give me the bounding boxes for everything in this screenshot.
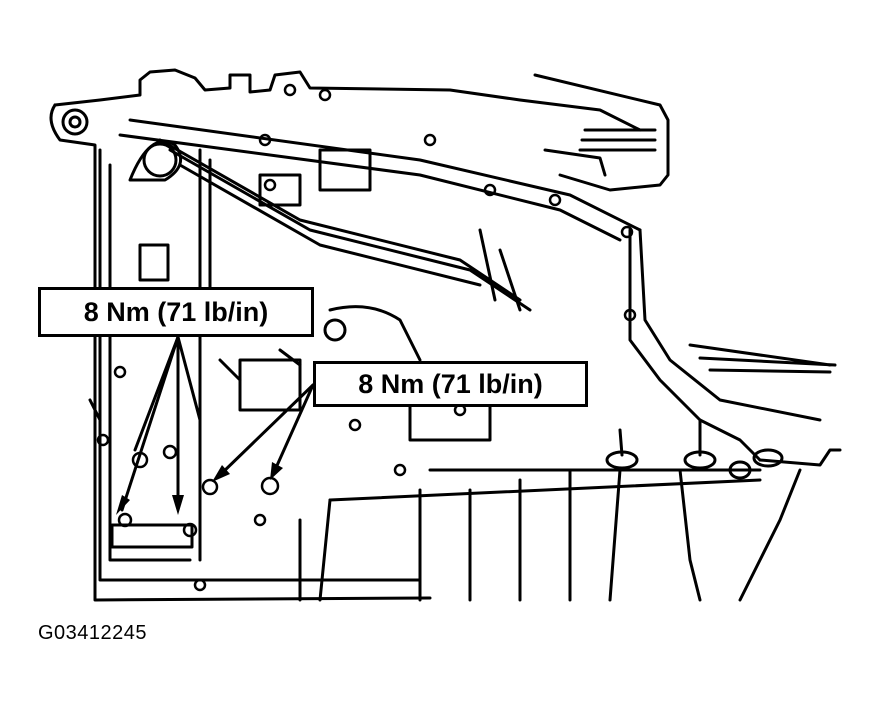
figure-id: G03412245	[38, 622, 148, 644]
housing-outline	[53, 68, 642, 132]
torque-callout-lower: 8 Nm (71 lb/in)	[313, 361, 588, 407]
torque-callout-upper-label: 8 Nm (71 lb/in)	[83, 296, 269, 327]
torque-callout-lower-label: 8 Nm (71 lb/in)	[358, 368, 543, 399]
torque-callout-upper: 8 Nm (71 lb/in)	[38, 287, 314, 337]
